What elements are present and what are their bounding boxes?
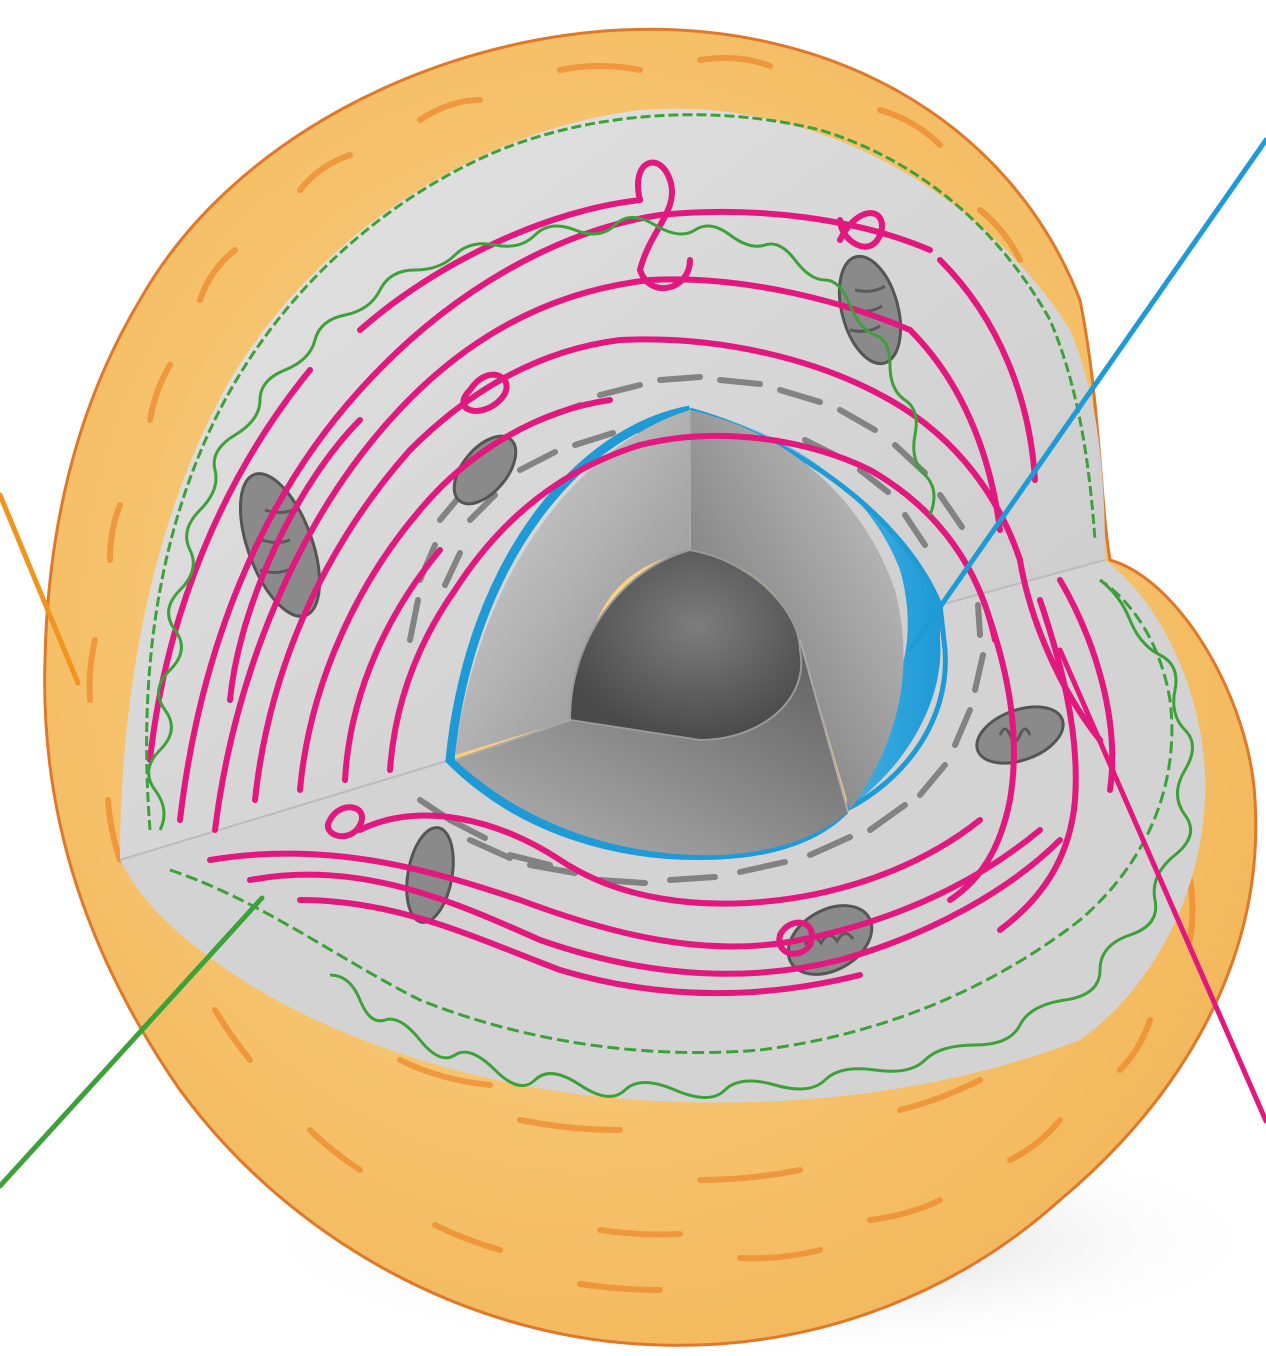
cell-diagram (0, 0, 1266, 1356)
cell-cutaway-illustration (0, 0, 1266, 1356)
